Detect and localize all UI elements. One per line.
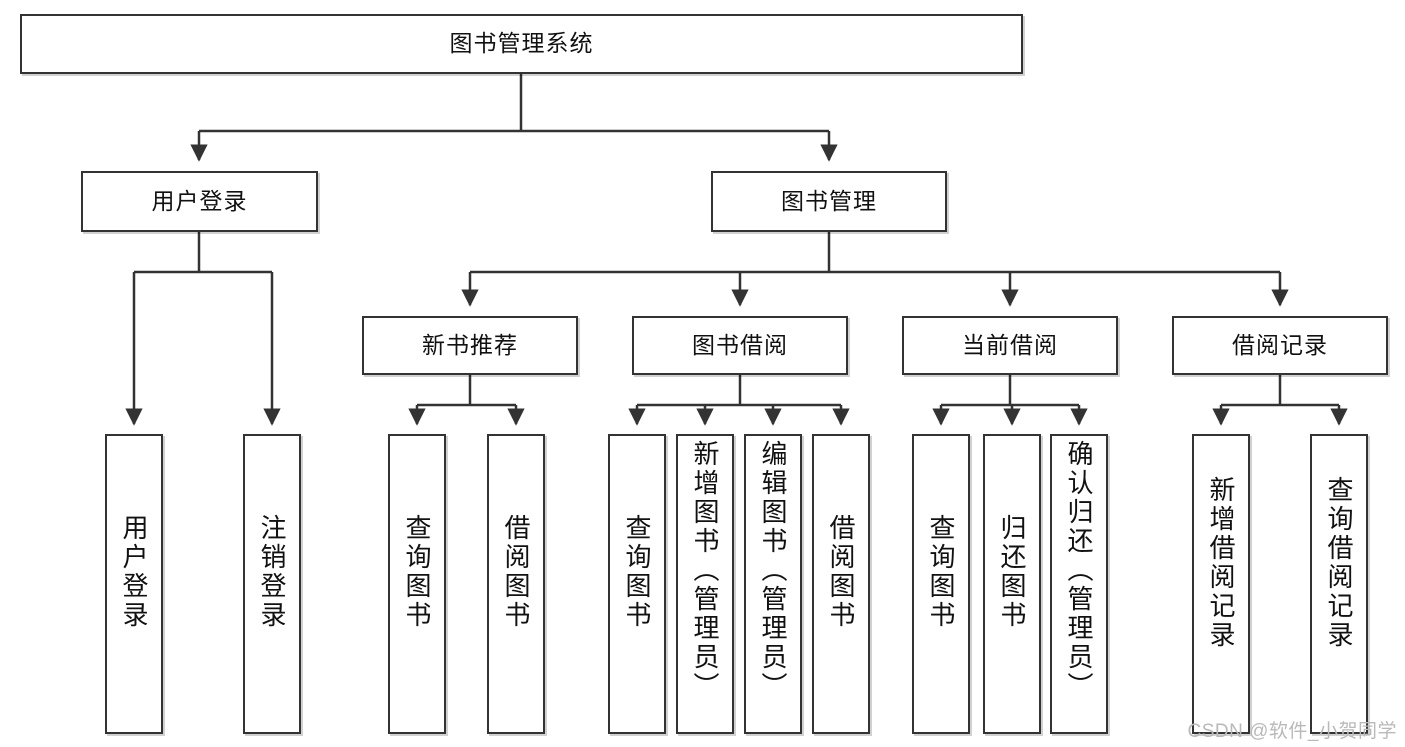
node-leaf-query-book-2-label: 查询图书 [622, 514, 652, 630]
node-leaf-user-login[interactable]: 用户登录 [105, 434, 163, 734]
node-leaf-query-book-2[interactable]: 查询图书 [608, 434, 666, 734]
node-current-borrow-label: 当前借阅 [962, 331, 1058, 358]
node-book-borrow[interactable]: 图书借阅 [632, 316, 848, 375]
node-book-manage[interactable]: 图书管理 [711, 171, 947, 232]
node-leaf-query-book-3[interactable]: 查询图书 [912, 434, 970, 734]
node-user-login[interactable]: 用户登录 [81, 171, 318, 232]
node-leaf-add-record[interactable]: 新增借阅记录 [1192, 434, 1250, 734]
node-book-manage-label: 图书管理 [781, 187, 877, 214]
node-borrow-record-label: 借阅记录 [1232, 331, 1328, 358]
node-leaf-query-record[interactable]: 查询借阅记录 [1310, 434, 1368, 734]
node-leaf-user-login-label: 用户登录 [119, 514, 149, 630]
node-leaf-borrow-book-2-label: 借阅图书 [826, 514, 856, 630]
node-leaf-return-book-label: 归还图书 [997, 514, 1027, 630]
node-leaf-query-record-label: 查询借阅记录 [1324, 476, 1354, 650]
node-leaf-query-book-3-label: 查询图书 [926, 514, 956, 630]
node-current-borrow[interactable]: 当前借阅 [902, 316, 1118, 375]
node-book-borrow-label: 图书借阅 [692, 331, 788, 358]
node-leaf-return-book[interactable]: 归还图书 [983, 434, 1041, 734]
node-new-book-rec[interactable]: 新书推荐 [362, 316, 578, 375]
node-leaf-edit-book[interactable]: 编辑图书（管理员） [744, 434, 802, 734]
node-leaf-edit-book-label: 编辑图书（管理员） [758, 440, 788, 701]
node-borrow-record[interactable]: 借阅记录 [1172, 316, 1388, 375]
node-leaf-confirm-return-label: 确认归还（管理员） [1064, 440, 1094, 701]
node-leaf-user-logout-label: 注销登录 [257, 514, 287, 630]
csdn-watermark: CSDN @软件_小贺同学 [1187, 721, 1397, 742]
node-leaf-borrow-book-1[interactable]: 借阅图书 [487, 434, 545, 734]
node-leaf-borrow-book-2[interactable]: 借阅图书 [812, 434, 870, 734]
node-leaf-borrow-book-1-label: 借阅图书 [501, 514, 531, 630]
node-leaf-add-book[interactable]: 新增图书（管理员） [676, 434, 734, 734]
node-leaf-confirm-return[interactable]: 确认归还（管理员） [1050, 434, 1108, 734]
node-leaf-add-record-label: 新增借阅记录 [1206, 476, 1236, 650]
node-user-login-label: 用户登录 [151, 187, 248, 214]
node-leaf-user-logout[interactable]: 注销登录 [243, 434, 301, 734]
node-leaf-add-book-label: 新增图书（管理员） [690, 440, 720, 701]
node-root-label: 图书管理系统 [449, 30, 594, 57]
node-leaf-query-book-1[interactable]: 查询图书 [388, 434, 446, 734]
node-new-book-rec-label: 新书推荐 [422, 331, 518, 358]
node-leaf-query-book-1-label: 查询图书 [402, 514, 432, 630]
node-root[interactable]: 图书管理系统 [20, 14, 1023, 74]
